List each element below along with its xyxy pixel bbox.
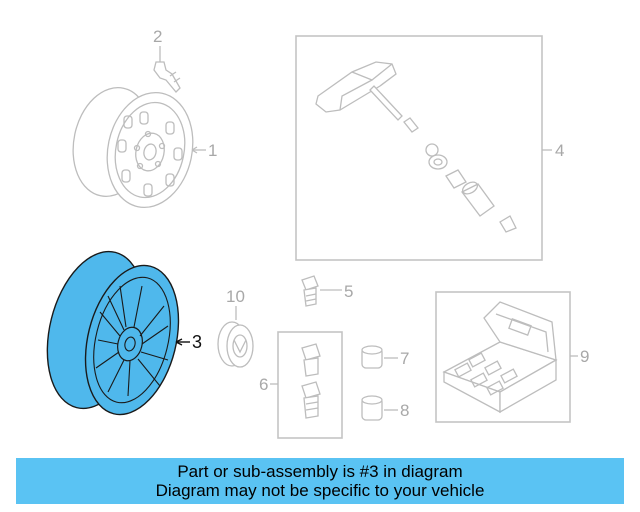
callout-8: 8 — [400, 401, 409, 420]
part-8-lug-nut-cap[interactable] — [361, 395, 398, 421]
callout-5: 5 — [344, 282, 353, 301]
info-banner: Part or sub-assembly is #3 in diagram Di… — [16, 458, 624, 504]
banner-line-2: Diagram may not be specific to your vehi… — [155, 481, 485, 500]
callout-4: 4 — [555, 141, 564, 160]
part-7-lug-nut[interactable] — [361, 345, 398, 369]
part-6-lug-hardware-set[interactable] — [270, 331, 343, 439]
callout-9: 9 — [580, 347, 589, 366]
callout-10: 10 — [226, 287, 245, 306]
part-9-wheel-lock-kit[interactable] — [435, 291, 578, 423]
callout-2: 2 — [153, 27, 162, 46]
part-10-center-cap[interactable] — [217, 306, 254, 368]
part-2-valve-stem[interactable] — [153, 46, 181, 93]
part-5-lug-bolt[interactable] — [301, 275, 342, 307]
callout-7: 7 — [400, 349, 409, 368]
callout-3: 3 — [192, 332, 202, 352]
callout-6: 6 — [259, 375, 268, 394]
part-1-steel-wheel[interactable] — [63, 80, 206, 215]
part-4-tpms-sensor[interactable] — [295, 35, 552, 261]
banner-line-1: Part or sub-assembly is #3 in diagram — [177, 462, 463, 481]
callout-1: 1 — [208, 141, 217, 160]
part-3-alloy-wheel[interactable] — [32, 241, 193, 424]
